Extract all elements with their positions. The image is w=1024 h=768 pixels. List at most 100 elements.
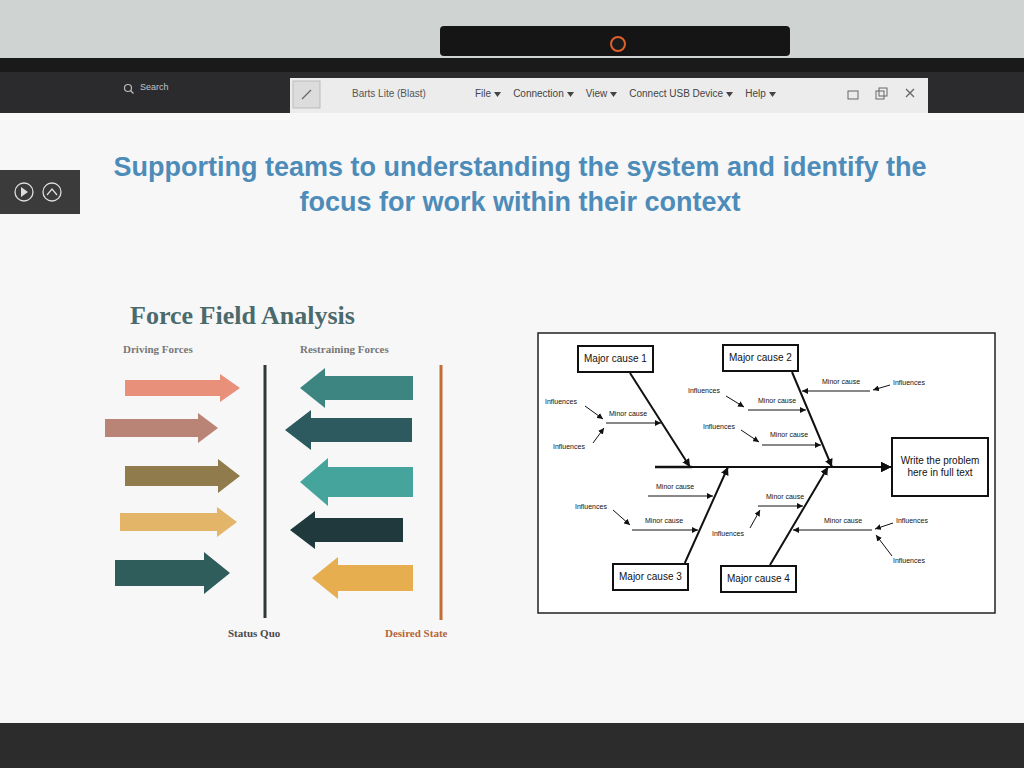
spine-tail — [655, 466, 692, 469]
major-cause-box: Major cause 3 — [612, 563, 689, 591]
minor-cause-label: Minor cause — [645, 517, 683, 525]
dropdown-caret-shape — [567, 92, 574, 97]
cause-bone — [630, 373, 891, 467]
node-text: Write the problem here in full text — [896, 455, 984, 479]
influence-arrow — [726, 396, 744, 407]
line-label: Desired State — [385, 627, 447, 640]
influence-label-wrap: Influences — [712, 530, 744, 538]
minor-cause-label: Minor cause — [824, 517, 862, 525]
minor-cause-line — [802, 391, 870, 392]
webcam-bar — [440, 26, 790, 56]
menu-item: View — [586, 88, 608, 100]
search-icon — [125, 85, 132, 92]
menu-item: Connect USB Device — [629, 88, 723, 100]
influence-label-wrap: Influences — [688, 387, 720, 395]
dropdown-caret — [726, 92, 733, 97]
menu-entry: Help — [745, 88, 776, 100]
influence-label: Influences — [575, 503, 607, 511]
minor-cause-label-wrap: Minor cause — [766, 493, 804, 501]
influence-label: Influences — [893, 379, 925, 387]
status-quo-line — [264, 365, 267, 618]
restore-icon — [876, 91, 884, 99]
driving-arrow — [120, 507, 237, 537]
menu-entry: View — [586, 88, 618, 100]
minor-cause-line — [758, 506, 803, 507]
minor-cause-line — [793, 530, 872, 531]
fishbone-frame — [538, 333, 995, 613]
node-text: Major cause 1 — [584, 353, 647, 365]
pin-icon — [302, 90, 311, 99]
influence-label-wrap: Influences — [896, 517, 928, 525]
minor-cause-line — [648, 496, 713, 497]
room-background — [0, 0, 1024, 60]
restraining-arrow — [290, 511, 403, 549]
influence-label: Influences — [688, 387, 720, 395]
minor-cause-line — [762, 445, 821, 446]
driving-arrow — [125, 374, 240, 402]
influence-arrow — [750, 510, 760, 528]
minor-cause-label: Minor cause — [609, 410, 647, 418]
minor-cause-label-wrap: Minor cause — [656, 483, 694, 491]
influence-arrow — [875, 523, 893, 529]
dropdown-caret-shape — [726, 92, 733, 97]
major-cause-box: Major cause 1 — [577, 345, 654, 373]
cause-bone — [685, 467, 891, 563]
minor-cause-label-wrap: Minor cause — [822, 378, 860, 386]
influence-label: Influences — [545, 398, 577, 406]
restraining-arrow — [300, 458, 413, 506]
menu-entry: Connection — [513, 88, 574, 100]
dropdown-caret-shape — [769, 92, 776, 97]
play-icon — [21, 187, 28, 197]
minor-cause-label-wrap: Minor cause — [758, 397, 796, 405]
minor-cause-line — [748, 410, 806, 411]
influence-label-wrap: Influences — [703, 423, 735, 431]
restraining-arrow — [285, 410, 412, 450]
influence-label-wrap: Influences — [893, 379, 925, 387]
line-label: Status Quo — [228, 627, 280, 640]
menu-item: File — [475, 88, 491, 100]
up-button — [43, 183, 61, 201]
influence-arrow — [873, 385, 890, 390]
menu-bar: File Connection View Connect USB Device Help — [475, 88, 776, 100]
node-text: Major cause 4 — [727, 573, 790, 585]
play-button — [15, 183, 33, 201]
influence-label-wrap: Influences — [553, 443, 585, 451]
major-cause-box: Major cause 4 — [720, 565, 797, 593]
line-label-wrap: Status Quo — [228, 627, 280, 640]
column-heading: Driving Forces — [123, 343, 193, 356]
minor-cause-label-wrap: Minor cause — [824, 517, 862, 525]
menu-entry: File — [475, 88, 501, 100]
dropdown-caret — [610, 92, 617, 97]
section-heading-wrap: Force Field Analysis — [130, 300, 355, 331]
influence-arrow — [585, 406, 603, 419]
close-icon — [906, 89, 914, 97]
dropdown-caret — [494, 92, 501, 97]
minor-cause-label: Minor cause — [656, 483, 694, 491]
node-text: Major cause 3 — [619, 571, 682, 583]
webcam-lens — [611, 37, 625, 51]
minor-cause-line — [606, 423, 661, 424]
search-icon-handle — [131, 91, 134, 94]
dropdown-caret — [769, 92, 776, 97]
dropdown-caret-shape — [610, 92, 617, 97]
influence-arrow — [876, 535, 892, 556]
node-text: Major cause 2 — [729, 352, 792, 364]
problem-box: Write the problem here in full text — [891, 437, 989, 497]
major-cause-box: Major cause 2 — [722, 344, 799, 372]
minor-cause-label: Minor cause — [758, 397, 796, 405]
column-heading-wrap: Restraining Forces — [300, 343, 389, 356]
influence-label: Influences — [896, 517, 928, 525]
minor-cause-label: Minor cause — [766, 493, 804, 501]
cause-bone — [792, 372, 891, 467]
influence-arrow — [593, 428, 604, 443]
app-title: Barts Lite (Blast) — [352, 88, 426, 100]
restraining-arrow — [300, 368, 413, 408]
search-label: Search — [140, 82, 169, 93]
influence-arrow — [613, 510, 630, 525]
driving-arrow — [125, 459, 240, 493]
desired-state-line — [440, 365, 443, 620]
influence-label: Influences — [553, 443, 585, 451]
line-label-wrap: Desired State — [385, 627, 447, 640]
taskbar — [0, 72, 1024, 113]
